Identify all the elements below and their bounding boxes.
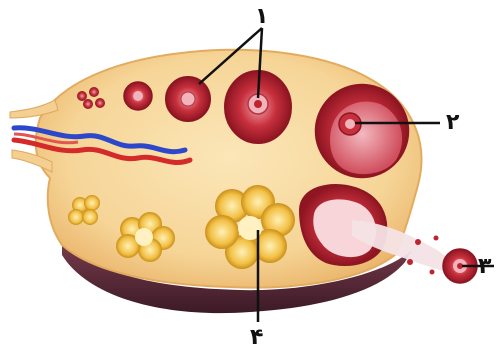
secondary-follicle (166, 77, 210, 121)
label-1: ۱ (255, 6, 268, 28)
primary-follicle (124, 82, 152, 110)
label-3: ۳ (478, 256, 491, 278)
label-2: ۲ (446, 112, 459, 134)
graafian-follicle (316, 85, 408, 177)
label-4: ۴ (250, 327, 263, 349)
